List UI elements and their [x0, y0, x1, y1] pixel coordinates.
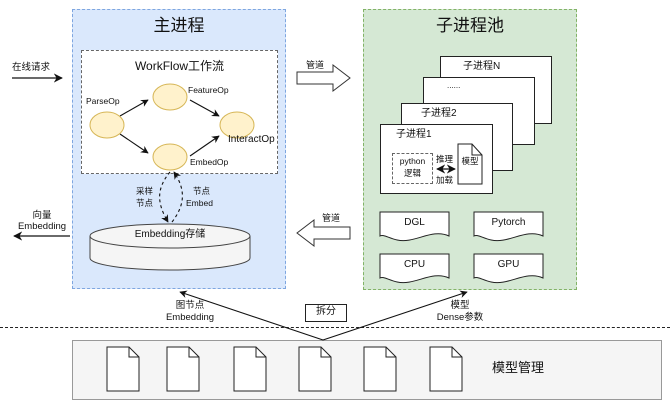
subprocess-2-label: 子进程2 [421, 108, 457, 119]
edge-embed-interact [189, 135, 220, 157]
lib-pytorch-shape [473, 211, 544, 242]
model-file-icon [166, 346, 200, 392]
model-label-bottom: 模型 [450, 300, 470, 311]
workflow-title: WorkFlow工作流 [134, 59, 225, 73]
load-label: 加载 [436, 175, 454, 185]
model-files [106, 346, 463, 392]
pipe-label-bottom: 管道 [322, 213, 341, 223]
python-label: python [399, 156, 426, 166]
embedding-storage-cylinder [89, 223, 251, 271]
lib-cpu-label: CPU [403, 259, 426, 270]
python-logic-box [392, 153, 433, 184]
label-featureop: FeatureOp [188, 85, 229, 95]
lib-gpu-shape [473, 253, 544, 284]
model-file-icon [457, 143, 483, 185]
pipe-arrow-right [296, 63, 351, 93]
label-interactop: InteractOp [228, 134, 275, 145]
node-embed-label-2: Embed [186, 198, 213, 208]
node-embedop [152, 143, 188, 171]
node-featureop [152, 83, 188, 111]
subprocess-ellipsis-label: ...... [447, 81, 461, 90]
edge-parse-feature [119, 99, 149, 117]
edge-feature-interact [189, 99, 220, 117]
embed-arrow [171, 171, 183, 223]
lib-cpu-shape [379, 253, 450, 284]
node-embed-label-1: 节点 [193, 186, 211, 196]
sampling-arrow [159, 171, 171, 223]
edge-to-subprocess-pool [322, 290, 468, 341]
edge-parse-embed [119, 133, 149, 154]
lib-gpu-label: GPU [497, 259, 520, 270]
infer-label: 推理 [436, 154, 454, 164]
main-process-title: 主进程 [153, 16, 205, 35]
graph-node-label: 图节点 [175, 300, 205, 311]
lib-dgl-label: DGL [404, 217, 425, 228]
model-file-icon [106, 346, 140, 392]
section-divider [0, 327, 670, 328]
label-embedop: EmbedOp [190, 157, 229, 167]
pipe-label-top: 管道 [306, 60, 325, 70]
output-embedding-label: Embedding [17, 221, 67, 232]
online-request-label: 在线请求 [12, 62, 51, 73]
node-parseop [89, 111, 125, 139]
library-shapes [379, 211, 544, 284]
edge-to-main-process [179, 290, 324, 341]
subprocess-n-label: 子进程N [463, 61, 501, 72]
sampling-label-2: 节点 [136, 198, 154, 208]
model-file-icon [363, 346, 397, 392]
node-interactop [219, 111, 255, 139]
model-label: 模型 [461, 156, 479, 166]
subprocess-pool-title: 子进程池 [436, 16, 504, 35]
dense-params-label: Dense参数 [436, 312, 484, 323]
pipe-arrow-left [296, 218, 351, 248]
output-vector-label: 向量 [32, 210, 52, 221]
model-file-icon [429, 346, 463, 392]
model-file-icon [298, 346, 332, 392]
sampling-label-1: 采样 [136, 186, 154, 196]
logic-label: 逻辑 [403, 168, 421, 178]
subprocess-1-label: 子进程1 [396, 129, 432, 140]
split-label: 拆分 [316, 306, 336, 317]
model-management-label: 模型管理 [492, 360, 545, 375]
lib-dgl-shape [379, 211, 450, 242]
label-parseop: ParseOp [86, 96, 120, 106]
graph-node-embedding-label: Embedding [165, 312, 215, 323]
embedding-storage-label: Embedding存储 [134, 229, 206, 240]
lib-pytorch-label: Pytorch [491, 217, 526, 228]
split-box [305, 304, 347, 322]
model-file-icon [233, 346, 267, 392]
